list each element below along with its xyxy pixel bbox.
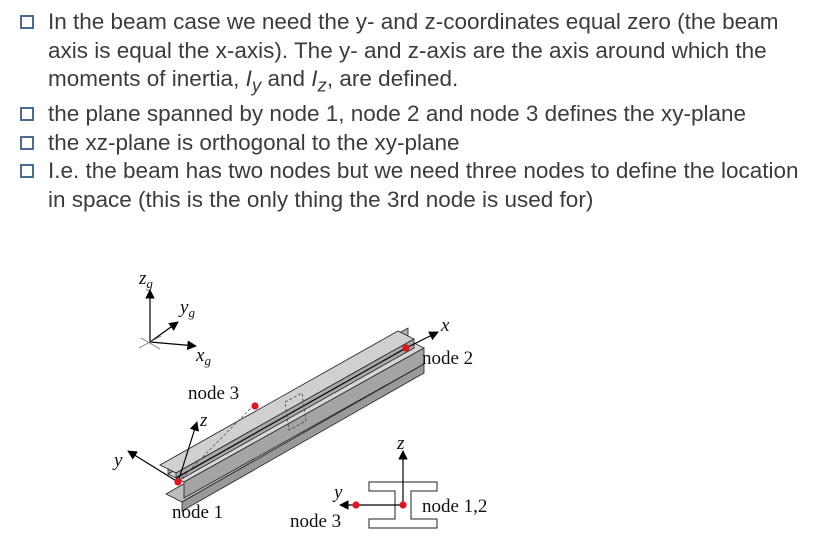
bullet-item-xz-plane: the xz-plane is orthogonal to the xy-pla… — [14, 129, 814, 158]
bullet-text: In the beam case we need the y- and z-co… — [48, 8, 814, 100]
section-z-label: z — [396, 433, 405, 454]
beam-z-label: z — [199, 410, 208, 431]
section-y-label: y — [332, 482, 343, 503]
bullet-text: I.e. the beam has two nodes but we need … — [48, 158, 799, 212]
beam-figure: zg yg xg x y z node 2 node 3 n — [0, 240, 840, 537]
beam-z-arrow — [177, 421, 199, 483]
bullet-text-part: and — [261, 66, 312, 91]
beam-web-front — [183, 347, 425, 499]
beam-diagram: zg yg xg x y z node 2 node 3 n — [112, 268, 487, 532]
node12-dot — [399, 501, 407, 509]
global-origin-hatch — [140, 337, 161, 350]
node3-label: node 3 — [188, 383, 239, 404]
global-axes: zg yg xg — [138, 268, 211, 368]
global-y-arrow — [149, 321, 179, 343]
section-node3-dot — [352, 501, 360, 509]
beam-3d — [127, 327, 439, 512]
global-x-arrow — [149, 340, 197, 351]
node12-label: node 1,2 — [422, 496, 487, 517]
global-x-label: xg — [195, 345, 211, 368]
node3-link-line — [177, 405, 254, 483]
checkbox-bullet-icon — [20, 135, 34, 150]
bullet-item-third-node: I.e. the beam has two nodes but we need … — [14, 157, 814, 214]
cross-section — [339, 450, 438, 529]
checkbox-bullet-icon — [20, 164, 34, 178]
bullet-item-beam-axis: In the beam case we need the y- and z-co… — [14, 8, 814, 100]
node2-label: node 2 — [422, 348, 473, 369]
inertia-z-symbol: I — [311, 66, 318, 91]
beam-x-label: x — [440, 315, 450, 336]
inertia-y-subscript: y — [251, 74, 262, 96]
beam-y-arrow — [127, 450, 179, 483]
global-y-label: yg — [178, 297, 195, 320]
inertia-z-subscript: z — [317, 74, 327, 96]
global-z-label: zg — [138, 268, 153, 291]
bullet-text: the xz-plane is orthogonal to the xy-pla… — [48, 129, 460, 155]
node1-dot — [174, 478, 182, 486]
node3-dot — [251, 402, 259, 410]
section-node3-label: node 3 — [290, 511, 341, 532]
global-origin-hatch — [138, 335, 162, 349]
checkbox-bullet-icon — [20, 15, 34, 29]
bullet-list: In the beam case we need the y- and z-co… — [14, 8, 814, 214]
beam-x-arrow — [405, 331, 439, 349]
beam-section-outline — [284, 392, 307, 431]
beam-axis-line — [175, 347, 407, 479]
bullet-item-xy-plane: the plane spanned by node 1, node 2 and … — [14, 100, 814, 129]
checkbox-bullet-icon — [20, 107, 34, 121]
bullet-text-part: , are defined. — [326, 66, 459, 91]
node2-dot — [402, 344, 410, 352]
beam-y-label: y — [112, 450, 123, 471]
node1-label: node 1 — [172, 502, 223, 523]
bullet-text-part: In the beam case we need the y- and z-co… — [48, 9, 779, 91]
bullet-text: the plane spanned by node 1, node 2 and … — [48, 101, 747, 126]
inertia-y-symbol: I — [245, 66, 252, 91]
beam-bottom-flange-side — [181, 363, 425, 512]
